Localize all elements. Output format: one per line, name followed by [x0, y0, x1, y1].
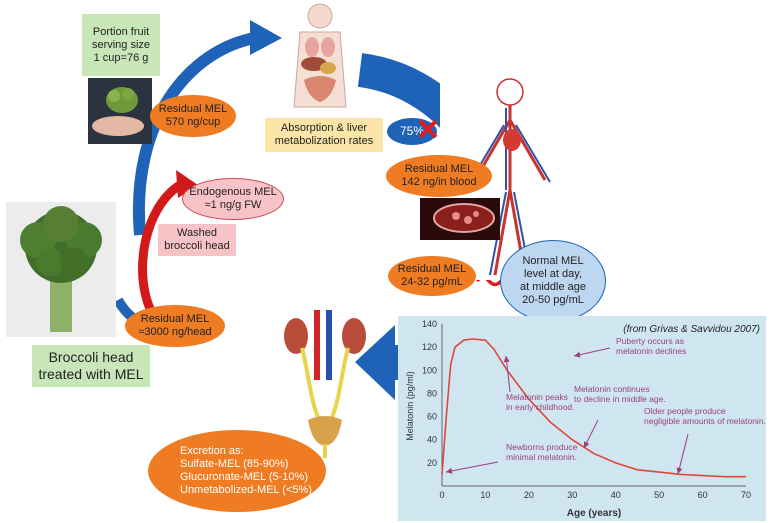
annotation-arrow [445, 461, 499, 473]
y-tick-label: 100 [422, 365, 437, 375]
y-axis-label: Melatonin (pg/ml) [405, 371, 415, 441]
x-axis-label: Age (years) [567, 508, 621, 519]
chart-source: (from Grivas & Savvidou 2007) [623, 324, 760, 335]
annotation-arrowhead [574, 351, 581, 358]
annotation-arrowhead [676, 467, 683, 474]
residual-mel-plasma-oval: Residual MEL 24-32 pg/mL [388, 256, 476, 296]
annotation-text: Melatonin peaks [506, 392, 568, 402]
blue-arc-arrowhead [250, 20, 282, 55]
annotation-text: to decline in middle age. [574, 394, 666, 404]
x-tick-label: 20 [524, 490, 534, 500]
normal-line2: level at day, [524, 268, 582, 280]
endogenous-line2: ≈1 ng/g FW [204, 199, 262, 211]
excretion-line1: Excretion as: [180, 445, 244, 457]
annotation-arrow [677, 433, 689, 475]
annotation-text: Melatonin continues [574, 384, 650, 394]
annotation-arrow [573, 347, 611, 357]
excretion-line2: Sulfate-MEL (85-90%) [180, 458, 289, 470]
broccoli-head-image [6, 202, 116, 337]
broccoli-treated-box: Broccoli head treated with MEL [32, 345, 150, 387]
normal-mel-oval: Normal MEL level at day, at middle age 2… [500, 240, 606, 322]
broccoli-label-line1: Broccoli head [48, 349, 134, 365]
absorption-box: Absorption & liver metabolization rates [265, 118, 383, 152]
x-tick-label: 70 [741, 490, 751, 500]
red-arc-arrowhead [176, 170, 198, 198]
x-tick-label: 10 [480, 490, 490, 500]
washed-line1: Washed [177, 227, 217, 239]
normal-line4: 20-50 pg/mL [522, 294, 584, 306]
excretion-line4: Unmetabolized-MEL (<5%) [180, 484, 312, 496]
normal-line1: Normal MEL [522, 255, 584, 267]
normal-line3: at middle age [519, 281, 587, 293]
residual-mel-cup-oval: Residual MEL 570 ng/cup [150, 95, 236, 137]
annotation-text: Older people produce [644, 406, 726, 416]
residual-plasma-line2: 24-32 pg/mL [401, 276, 463, 288]
residual-mel-head-oval: Residual MEL ≈3000 ng/head [125, 305, 225, 347]
y-tick-label: 40 [427, 435, 437, 445]
x-tick-label: 0 [439, 490, 444, 500]
washed-broccoli-box: Washed broccoli head [158, 224, 236, 256]
annotation-text: minimal melatonin. [506, 452, 577, 462]
series-line [441, 338, 746, 478]
endogenous-mel-oval: Endogenous MEL ≈1 ng/g FW [182, 178, 284, 220]
y-tick-label: 80 [427, 388, 437, 398]
annotation-arrow [505, 355, 511, 393]
serving-line2: serving size [91, 38, 151, 51]
cross-icon [418, 119, 438, 139]
hand-broccoli-image [88, 78, 152, 144]
residual-head-line1: Residual MEL [140, 313, 210, 325]
annotation-text: melatonin declines [616, 346, 686, 356]
y-tick-label: 60 [427, 412, 437, 422]
chart-panel [398, 316, 766, 521]
x-tick-label: 40 [611, 490, 621, 500]
ticks-group: 0 10 20 30 40 50 60 70 20 40 60 80 100 120 140 [422, 319, 751, 500]
serving-line3: 1 cup=76 g [93, 51, 149, 64]
residual-head-line2: ≈3000 ng/head [138, 326, 212, 338]
annotation-arrowhead [446, 467, 453, 474]
washed-line2: broccoli head [164, 240, 230, 252]
y-tick-label: 20 [427, 458, 437, 468]
urinary-system-image [284, 310, 366, 458]
residual-cup-line2: 570 ng/cup [165, 116, 221, 128]
rate-value: 75% [399, 124, 425, 138]
annotation-arrowhead [584, 441, 590, 448]
y-tick-label: 120 [422, 342, 437, 352]
digestive-system-image [293, 3, 347, 108]
residual-blood-line2: 142 ng/in blood [401, 176, 477, 188]
residual-cup-line1: Residual MEL [158, 103, 228, 115]
residual-plasma-line1: Residual MEL [397, 263, 467, 275]
serving-size-box: Portion fruit serving size 1 cup=76 g [82, 14, 160, 76]
blood-vessel-image [420, 198, 500, 240]
annotation-text: in early childhood. [506, 402, 575, 412]
endogenous-line1: Endogenous MEL [189, 186, 277, 198]
annotation-text: negligible amounts of melatonin. [644, 416, 766, 426]
absorption-line1: Absorption & liver [280, 122, 368, 134]
serving-line1: Portion fruit [92, 25, 150, 38]
excretion-oval: Excretion as: Sulfate-MEL (85-90%) Glucu… [148, 430, 326, 512]
x-tick-label: 50 [654, 490, 664, 500]
annotation-text: Puberty occurs as [616, 336, 684, 346]
annotation-text: Newborns produce [506, 442, 578, 452]
blue-left-arrowhead [355, 325, 395, 400]
y-tick-label: 140 [422, 319, 437, 329]
x-tick-label: 60 [698, 490, 708, 500]
excretion-line3: Glucuronate-MEL (5-10%) [180, 471, 308, 483]
residual-blood-line1: Residual MEL [404, 163, 474, 175]
absorption-line2: metabolization rates [274, 135, 374, 147]
residual-mel-blood-oval: Residual MEL 142 ng/in blood [386, 155, 492, 197]
x-tick-label: 30 [567, 490, 577, 500]
melatonin-age-chart: (from Grivas & Savvidou 2007) Melatonin … [405, 319, 766, 519]
annotation-arrowhead [503, 356, 510, 363]
broccoli-label-line2: treated with MEL [38, 366, 144, 382]
